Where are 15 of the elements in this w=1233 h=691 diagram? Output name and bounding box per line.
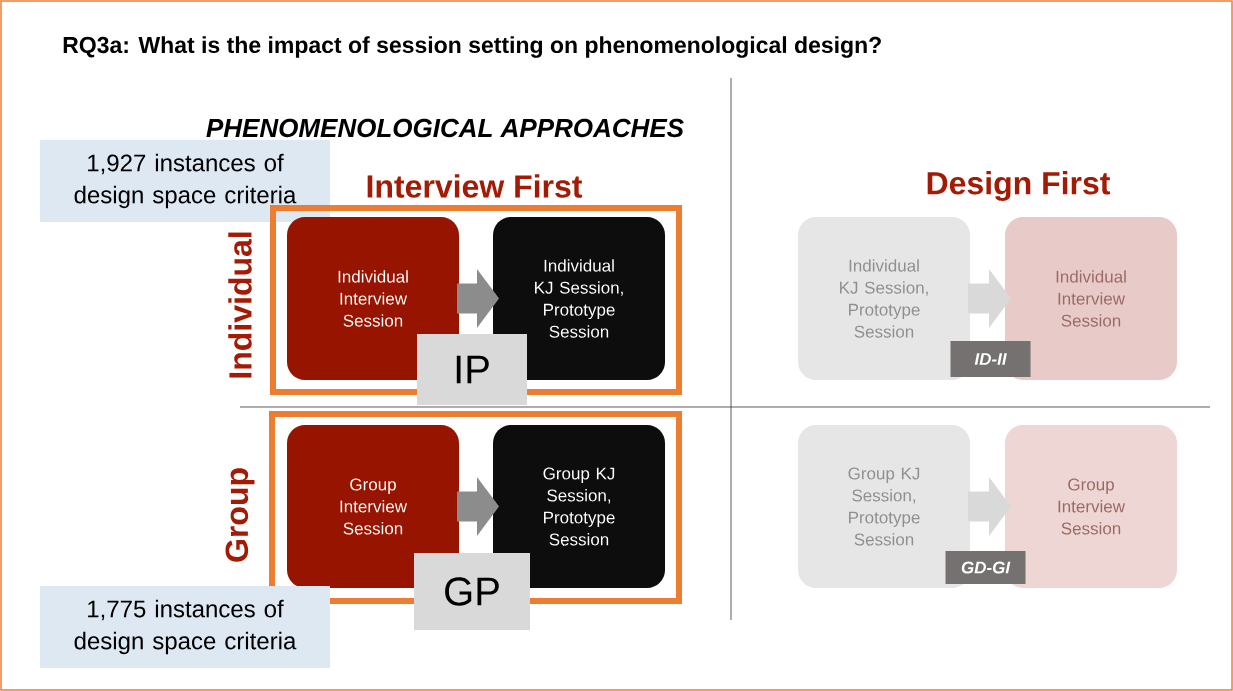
- row-label: Group: [225, 468, 255, 562]
- process-box: Individual KJ Session, Prototype Session: [493, 217, 665, 380]
- highlight-frame: [270, 205, 682, 395]
- title: RQ3a: What is the impact of session setting on phenomenological design?: [63, 36, 881, 58]
- tag-label: ID-II: [950, 341, 1031, 377]
- tag-label: IP: [417, 334, 527, 405]
- callout-box: 1,775 instances of design space criteria: [40, 586, 330, 668]
- tag-label: GP: [414, 553, 530, 630]
- row-label: Individual: [228, 232, 252, 378]
- heading: PHENOMENOLOGICAL APPROACHES: [206, 118, 684, 138]
- column-heading: Design First: [927, 171, 1111, 201]
- process-box: Individual KJ Session, Prototype Session: [798, 217, 970, 380]
- tag-label: GD-GI: [945, 551, 1026, 584]
- column-heading: Interview First: [367, 174, 583, 198]
- callout-box: 1,927 instances of design space criteria: [40, 140, 330, 222]
